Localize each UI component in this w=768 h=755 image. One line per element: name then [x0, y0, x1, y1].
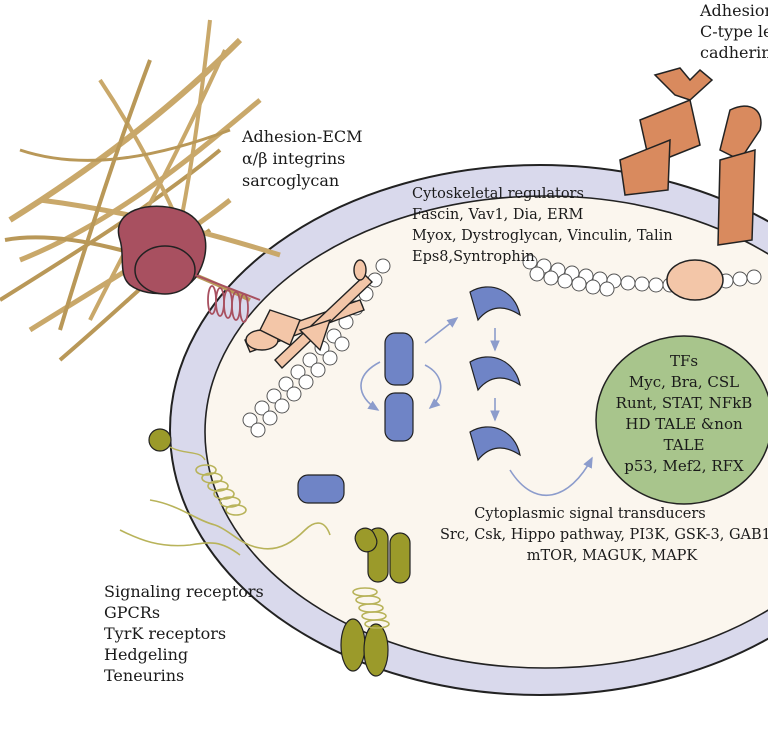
- rec-line-3: TyrK receptors: [104, 624, 226, 643]
- integrin-complex: [117, 205, 261, 323]
- tfs-line-3: Runt, STAT, NFkB: [616, 394, 753, 412]
- cyto-line-2: Fascin, Vav1, Dia, ERM: [412, 207, 584, 223]
- label-ecm: Adhesion-ECM α/β integrins sarcoglycan: [241, 127, 363, 190]
- cellcell-line-1: Adhesion: [699, 1, 768, 20]
- transducer-crescents: [469, 286, 521, 462]
- cyto-line-1: Cytoskeletal regulators: [412, 186, 584, 202]
- tfs-line-1: TFs: [670, 352, 698, 370]
- trans-line-1: Cytoplasmic signal transducers: [474, 506, 705, 522]
- tyrk-receptor: [340, 527, 411, 677]
- transducer-rods: [297, 332, 414, 504]
- cyto-line-4: Eps8,Syntrophin: [412, 249, 535, 265]
- tfs-line-2: Myc, Bra, CSL: [629, 373, 739, 391]
- rec-line-4: Hedgeling: [104, 645, 188, 664]
- rec-line-1: Signaling receptors: [104, 582, 264, 601]
- label-cytoskeletal: Cytoskeletal regulators Fascin, Vav1, Di…: [412, 186, 673, 265]
- label-tfs: TFs Myc, Bra, CSL Runt, STAT, NFkB HD TA…: [616, 352, 753, 475]
- gpcr-receptor: [119, 428, 331, 556]
- tfs-line-6: p53, Mef2, RFX: [624, 457, 744, 475]
- nucleus: [595, 335, 768, 505]
- ecm-line-1: Adhesion-ECM: [241, 127, 363, 146]
- trans-line-3: mTOR, MAGUK, MAPK: [527, 548, 699, 564]
- cellcell-line-3: cadherins: [700, 43, 768, 62]
- rec-line-2: GPCRs: [104, 603, 160, 622]
- signaling-arrows: [360, 317, 593, 497]
- label-receptors: Signaling receptors GPCRs TyrK receptors…: [104, 582, 264, 685]
- ecm-line-2: α/β integrins: [242, 149, 345, 168]
- cyto-line-3: Myox, Dystroglycan, Vinculin, Talin: [412, 228, 673, 244]
- rec-line-5: Teneurins: [104, 666, 184, 685]
- label-cellcell: Adhesion C-type le cadherins: [699, 1, 768, 62]
- cellcell-line-2: C-type le: [700, 22, 768, 41]
- ecm-line-3: sarcoglycan: [242, 171, 339, 190]
- talin-vinculin: [244, 259, 374, 370]
- cadherin-complex: [619, 67, 762, 301]
- tfs-line-4: HD TALE &non: [625, 415, 743, 433]
- tfs-line-5: TALE: [664, 436, 705, 454]
- label-transducers: Cytoplasmic signal transducers Src, Csk,…: [440, 506, 768, 564]
- trans-line-2: Src, Csk, Hippo pathway, PI3K, GSK-3, GA…: [440, 527, 768, 543]
